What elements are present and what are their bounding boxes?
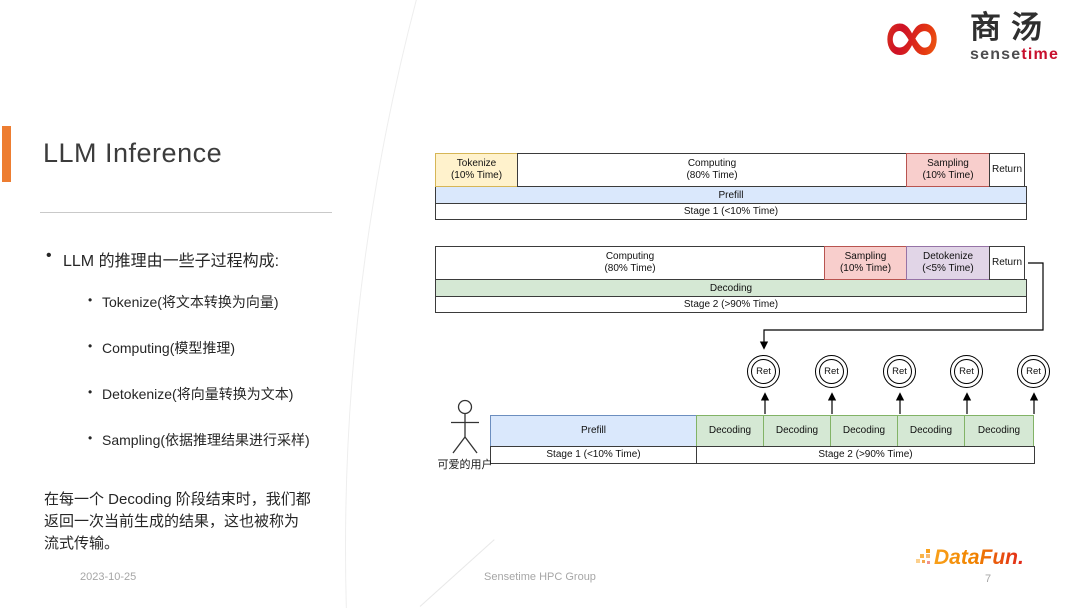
timeline-stage1-cell: Stage 1 (<10% Time) (490, 446, 697, 464)
cell-computing-name: Computing (605, 251, 655, 262)
datafun-wordmark: DataFun. (934, 546, 1024, 569)
bullet-tokenize: • Tokenize(将文本转换为向量) (88, 292, 408, 312)
decoding-process-row: Computing (80% Time) Sampling (10% Time)… (435, 246, 1027, 280)
bullet-dot: • (88, 339, 93, 353)
bullet-computing-text: Computing(模型推理) (102, 340, 236, 356)
bullet-dot: • (46, 247, 52, 264)
sensetime-brand-en: sensetime (970, 46, 1059, 64)
timeline-phase-row: Prefill Decoding Decoding Decoding Decod… (490, 415, 1035, 447)
page-number: 7 (984, 573, 992, 585)
datafun-logo: DataFun. (916, 546, 1024, 570)
ret-circle-1-label: Ret (751, 359, 776, 384)
cell-return-name: Return (991, 257, 1022, 268)
cell-detokenize-name: Detokenize (922, 251, 974, 262)
cell-sampling-name: Sampling (927, 158, 969, 169)
cell-computing-time: (80% Time) (686, 170, 738, 181)
streaming-note: 在每一个 Decoding 阶段结束时，我们都 返回一次当前生成的结果，这也被称… (44, 489, 356, 555)
brand-en-time: time (1021, 46, 1060, 63)
ret-circle-4-label: Ret (954, 359, 979, 384)
cell-detokenize: Detokenize (<5% Time) (906, 246, 990, 280)
cell-sampling-time: (10% Time) (839, 263, 892, 274)
decoding-stage-band: Stage 2 (>90% Time) (435, 296, 1027, 313)
prefill-stage-band: Stage 1 (<10% Time) (435, 203, 1027, 220)
sensetime-infinity-icon: ∞ (862, 0, 962, 74)
note-line-2: 返回一次当前生成的结果，这也被称为 (44, 513, 300, 530)
bullet-sampling-text: Sampling(依据推理结果进行采样) (102, 432, 310, 448)
datafun-dots-icon (916, 549, 930, 564)
brand-en-sense: sense (970, 46, 1022, 63)
prefill-diagram: Tokenize (10% Time) Computing (80% Time)… (435, 153, 1027, 220)
bullet-dot: • (88, 431, 93, 445)
cell-computing-name: Computing (687, 158, 737, 169)
ret-circle-1: Ret (747, 355, 780, 388)
ret-circle-2: Ret (815, 355, 848, 388)
bullet-tokenize-text: Tokenize(将文本转换为向量) (102, 294, 279, 310)
cell-computing: Computing (80% Time) (435, 246, 825, 280)
bullet-level1-text: LLM 的推理由一些子过程构成: (63, 253, 280, 270)
page-title: LLM Inference (43, 138, 223, 168)
note-line-3: 流式传输。 (44, 535, 120, 552)
execution-timeline: Prefill Decoding Decoding Decoding Decod… (490, 415, 1035, 464)
cell-return: Return (989, 246, 1025, 280)
cell-computing-time: (80% Time) (604, 263, 656, 274)
cell-computing: Computing (80% Time) (517, 153, 907, 187)
timeline-decoding-cell: Decoding (830, 415, 898, 447)
cell-tokenize-name: Tokenize (456, 158, 497, 169)
timeline-decoding-cell: Decoding (964, 415, 1034, 447)
bullet-computing: • Computing(模型推理) (88, 338, 408, 358)
ret-circle-3-label: Ret (887, 359, 912, 384)
cell-detokenize-time: (<5% Time) (922, 263, 974, 274)
bullet-dot: • (88, 385, 93, 399)
cell-sampling-name: Sampling (844, 251, 887, 262)
ret-circle-4: Ret (950, 355, 983, 388)
footer-date: 2023-10-25 (80, 571, 137, 583)
note-line-1: 在每一个 Decoding 阶段结束时，我们都 (44, 491, 311, 508)
cell-return-name: Return (991, 164, 1022, 175)
sensetime-logo-text: 商汤 sensetime (970, 10, 1059, 64)
sensetime-brand-cn: 商汤 (970, 10, 1052, 45)
timeline-stage-row: Stage 1 (<10% Time) Stage 2 (>90% Time) (490, 446, 1035, 464)
timeline-decoding-cell: Decoding (696, 415, 764, 447)
user-label: 可爱的用户 (437, 459, 493, 471)
cell-return: Return (989, 153, 1025, 187)
footer-group-name: Sensetime HPC Group (484, 571, 596, 583)
bullet-detokenize-text: Detokenize(将向量转换为文本) (102, 386, 294, 402)
prefill-process-row: Tokenize (10% Time) Computing (80% Time)… (435, 153, 1027, 187)
decoding-phase-band: Decoding (435, 279, 1027, 297)
bullet-dot: • (88, 293, 93, 307)
ret-circle-3: Ret (883, 355, 916, 388)
title-divider (40, 212, 332, 213)
cell-sampling: Sampling (10% Time) (824, 246, 907, 280)
cell-sampling-time: (10% Time) (922, 170, 974, 181)
bullet-detokenize: • Detokenize(将向量转换为文本) (88, 384, 408, 404)
timeline-stage2-cell: Stage 2 (>90% Time) (696, 446, 1035, 464)
accent-bar (2, 126, 11, 182)
ret-circle-5: Ret (1017, 355, 1050, 388)
decoding-diagram: Computing (80% Time) Sampling (10% Time)… (435, 246, 1027, 313)
timeline-decoding-cell: Decoding (763, 415, 831, 447)
ret-circle-2-label: Ret (819, 359, 844, 384)
cell-tokenize-time: (10% Time) (450, 170, 503, 181)
sensetime-logo: ∞ 商汤 sensetime (862, 0, 1059, 74)
timeline-decoding-cell: Decoding (897, 415, 965, 447)
prefill-phase-band: Prefill (435, 186, 1027, 204)
bullet-level1: • LLM 的推理由一些子过程构成: (46, 247, 386, 271)
cell-sampling: Sampling (10% Time) (906, 153, 990, 187)
cell-tokenize: Tokenize (10% Time) (435, 153, 518, 187)
ret-circle-5-label: Ret (1021, 359, 1046, 384)
timeline-prefill-cell: Prefill (490, 415, 697, 447)
bullet-sampling: • Sampling(依据推理结果进行采样) (88, 430, 408, 450)
